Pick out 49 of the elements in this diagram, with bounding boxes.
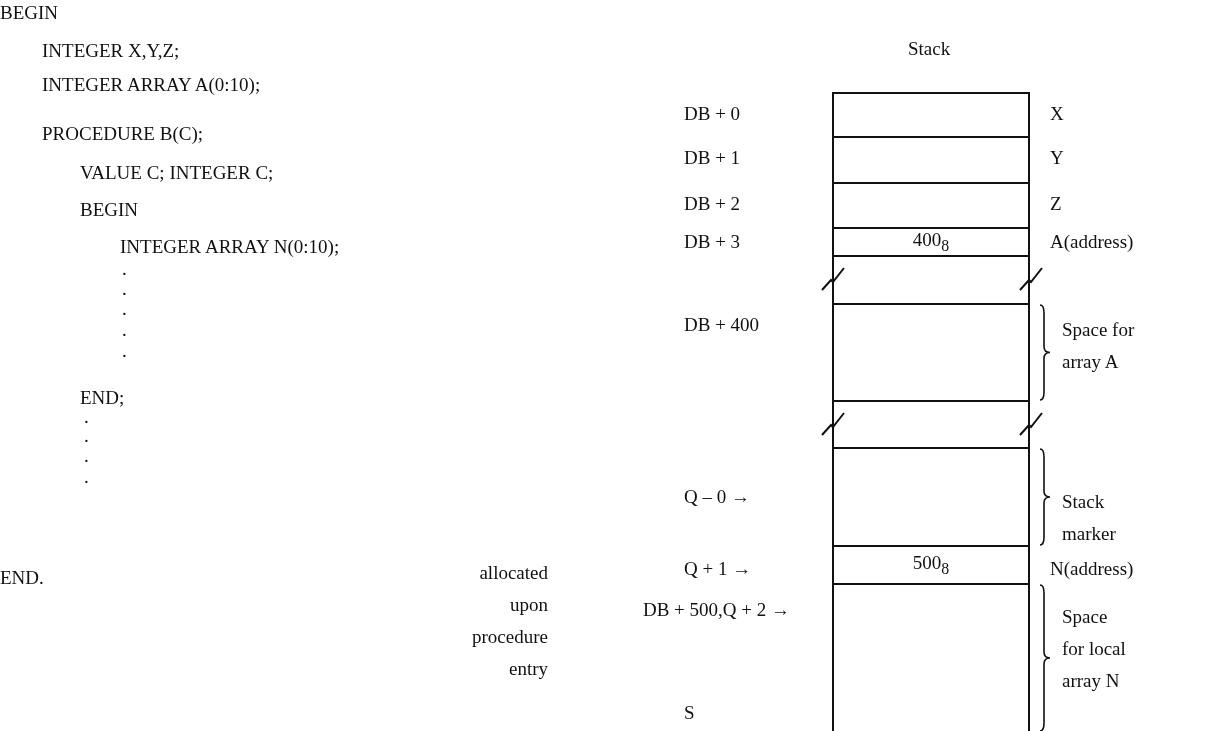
code-line: VALUE C; INTEGER C; — [80, 162, 274, 184]
code-line: . — [122, 340, 127, 362]
stack-title: Stack — [908, 38, 951, 60]
stack-cell — [832, 255, 1030, 305]
cell-description: Y — [1050, 147, 1064, 169]
stack-cell — [832, 303, 1030, 402]
code-line: END; — [80, 387, 125, 409]
stack-cell — [832, 227, 1030, 257]
stack-cell — [832, 400, 1030, 449]
cell-description: Space for local array N — [1062, 605, 1127, 693]
stack-cell — [832, 92, 1030, 138]
code-line: . — [84, 466, 89, 488]
cell-value: 400$_{8}$ — [912, 229, 950, 255]
cell-description: Space for array A — [1062, 318, 1136, 374]
code-line: INTEGER X,Y,Z; — [42, 40, 180, 62]
code-line: INTEGER ARRAY N(0:10); — [120, 236, 340, 258]
code-line: PROCEDURE B(C); — [42, 123, 203, 145]
cell-value: 500$_{8}$ — [912, 552, 950, 578]
address-label: S — [684, 702, 695, 724]
stack-cell — [832, 583, 1030, 731]
code-line: . — [84, 425, 89, 447]
stack-cell — [832, 136, 1030, 184]
code-line: BEGIN — [80, 199, 139, 221]
cell-description: N(address) — [1050, 558, 1134, 580]
cell-description: A(address) — [1050, 231, 1134, 253]
code-line: BEGIN — [0, 2, 59, 24]
address-label: DB + 400 — [684, 314, 760, 336]
code-line: . — [122, 298, 127, 320]
stack-cell — [832, 447, 1030, 547]
address-label: DB + 3 — [684, 231, 741, 253]
cell-description: Stack marker — [1062, 490, 1117, 546]
code-line: . — [122, 319, 127, 341]
code-line: END. — [0, 567, 44, 589]
cell-description: Z — [1050, 193, 1062, 215]
stack-cell — [832, 545, 1030, 585]
address-label: DB + 0 — [684, 103, 741, 125]
note: allocated upon procedure entry — [471, 561, 548, 681]
code-line: INTEGER ARRAY A(0:10); — [42, 74, 261, 96]
code-line: . — [84, 406, 89, 428]
address-label: DB + 2 — [684, 193, 741, 215]
code-line: . — [122, 258, 127, 280]
address-label: DB + 500,Q + 2 → — [642, 599, 790, 621]
address-label: DB + 1 — [684, 147, 741, 169]
code-line: . — [84, 445, 89, 467]
address-label: Q – 0 → — [684, 486, 750, 508]
address-label: Q + 1 → — [684, 558, 752, 580]
stack-cell — [832, 182, 1030, 229]
code-line: . — [122, 278, 127, 300]
cell-description: X — [1050, 103, 1064, 125]
